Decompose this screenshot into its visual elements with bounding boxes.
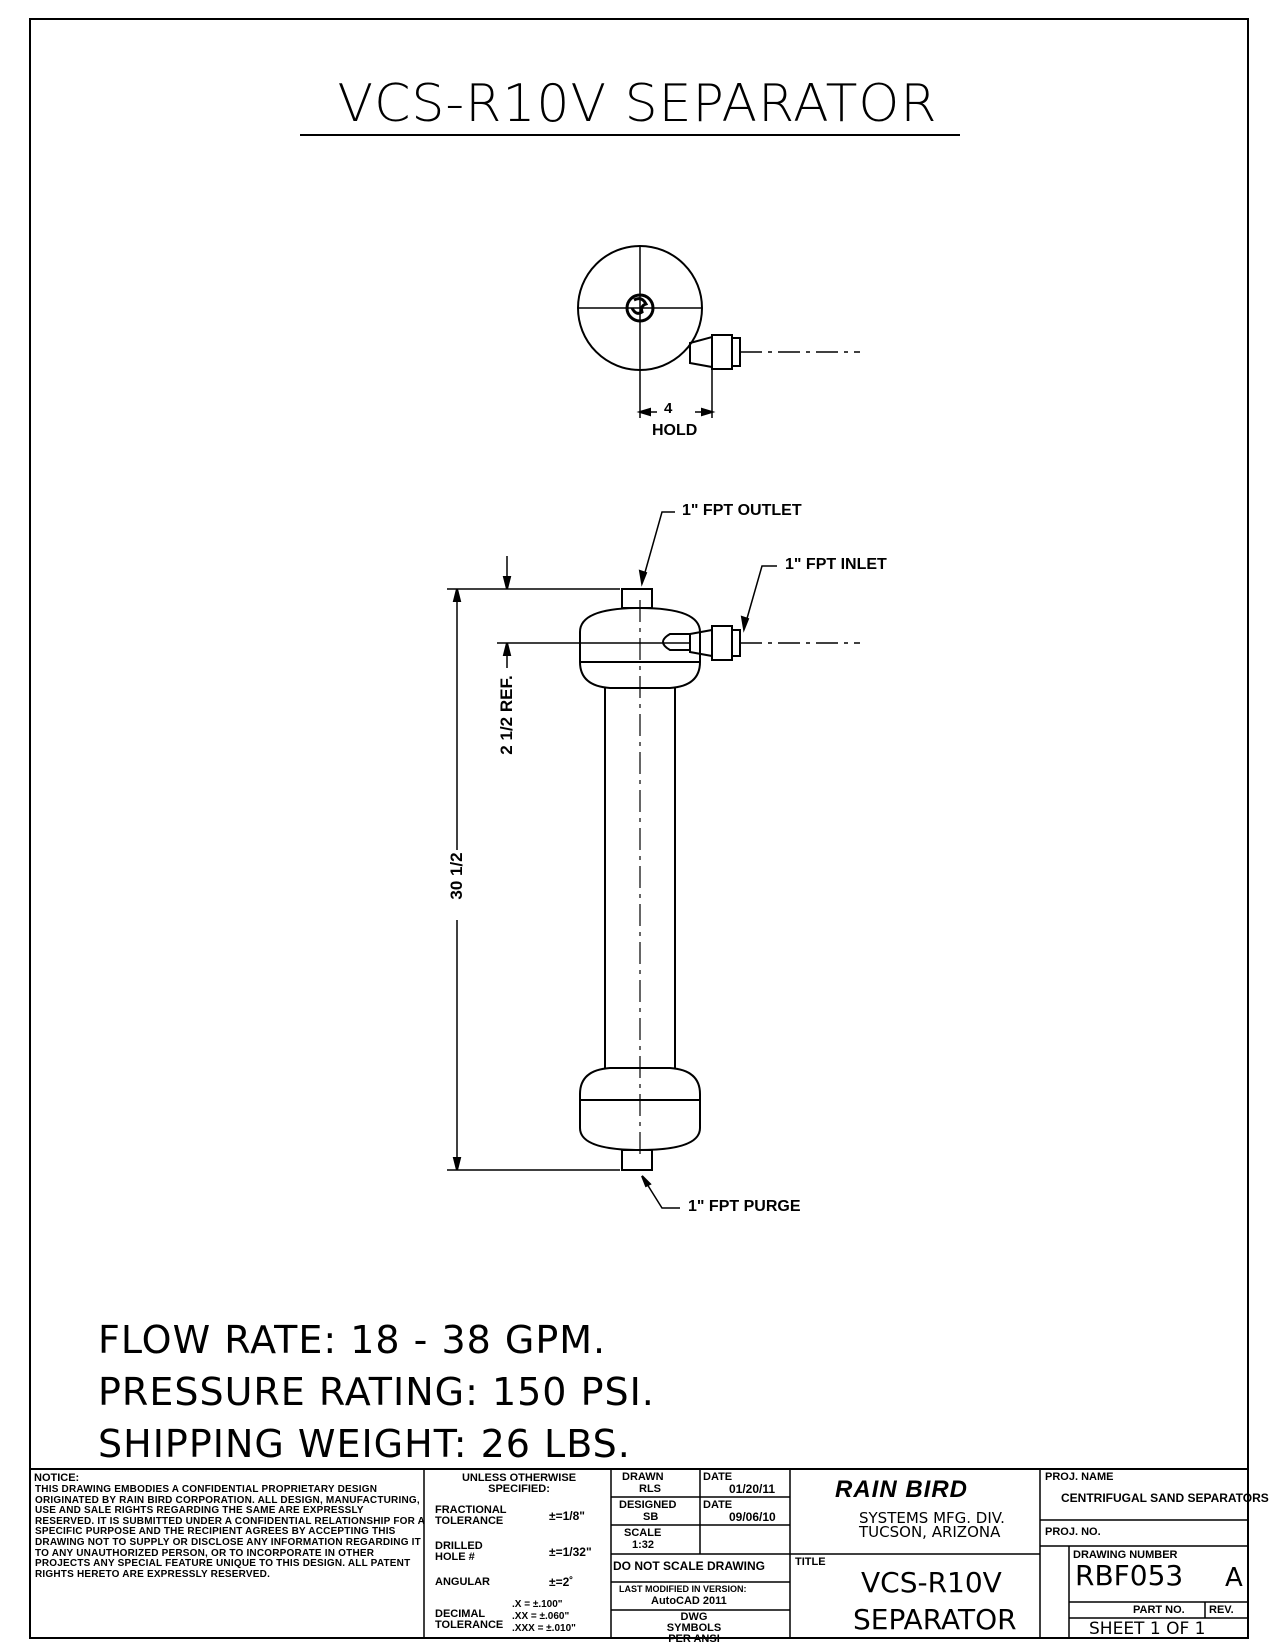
dwg-symbols: DWG SYMBOLS PER ANSI [666,1611,722,1645]
drawn-date: 01/20/11 [729,1482,776,1496]
rain-bird-logo: RAIN BIRD [835,1476,968,1503]
outlet-callout: 1" FPT OUTLET [682,502,802,519]
unless-specified: UNLESS OTHERWISE SPECIFIED: [461,1472,577,1495]
title-block: NOTICE: THIS DRAWING EMBODIES A CONFIDEN… [29,1469,1269,1645]
revision: A [1225,1563,1243,1593]
angular-label: ANGULAR [435,1576,490,1588]
drawn-date-label: DATE [703,1471,733,1483]
rev-label: REV. [1209,1604,1234,1616]
designed-label: DESIGNED [619,1499,677,1511]
drilled-label: DRILLED HOLE # [435,1540,483,1563]
sheet-number: SHEET 1 OF 1 [1089,1619,1206,1639]
part-no-label: PART NO. [1133,1604,1185,1616]
drawing-title: VCS-R10V SEPARATOR [337,74,938,134]
fractional-value: ±=1/8" [549,1509,585,1523]
purge-callout: 1" FPT PURGE [688,1198,801,1215]
company-division: SYSTEMS MFG. DIV. [859,1509,1005,1527]
title-line2: SEPARATOR [853,1603,1017,1636]
drawing-number: RBF053 [1075,1559,1184,1592]
title-underline [300,134,960,136]
decimal-xxx: .XXX = ±.010" [512,1623,576,1634]
drawing-border [29,18,1249,1639]
designed-value: SB [643,1511,659,1523]
proj-name-label: PROJ. NAME [1045,1471,1114,1483]
decimal-label: DECIMAL TOLERANCE [435,1608,504,1631]
last-modified-label: LAST MODIFIED IN VERSION: [619,1584,747,1594]
proj-name-value: CENTRIFUGAL SAND SEPARATORS [1061,1491,1269,1505]
drawing-number-label: DRAWING NUMBER [1073,1549,1178,1561]
designed-date: 09/06/10 [729,1510,776,1524]
shipping-weight-spec: SHIPPING WEIGHT: 26 LBS. [98,1422,631,1466]
hold-dim-value: 4 [664,400,673,417]
notice-text: THIS DRAWING EMBODIES A CONFIDENTIAL PRO… [35,1484,425,1580]
hold-dim-label: HOLD [652,422,698,439]
overall-height-dim: 30 1/2 [447,852,466,900]
fractional-label: FRACTIONAL TOLERANCE [435,1504,507,1527]
decimal-xx: .XX = ±.060" [512,1611,570,1622]
angular-value: ±=2˚ [549,1575,574,1589]
ref-dim: 2 1/2 REF. [497,675,516,755]
title-label: TITLE [795,1556,826,1568]
proj-no-label: PROJ. NO. [1045,1526,1101,1538]
drawn-value: RLS [639,1483,661,1495]
notice-heading: NOTICE: [34,1472,80,1484]
scale-value: 1:32 [632,1539,655,1551]
decimal-x: .X = ±.100" [512,1599,563,1610]
scale-label: SCALE [624,1527,662,1539]
title-line1: VCS-R10V [861,1566,1002,1599]
flow-rate-spec: FLOW RATE: 18 - 38 GPM. [98,1318,607,1362]
inlet-callout: 1" FPT INLET [785,556,887,573]
side-view [447,511,860,1209]
title-block-grid [29,1468,1249,1639]
drilled-value: ±=1/32" [549,1545,592,1559]
do-not-scale: DO NOT SCALE DRAWING [613,1559,765,1573]
last-modified-value: AutoCAD 2011 [651,1595,727,1607]
drawn-label: DRAWN [622,1471,664,1483]
company-location: TUCSON, ARIZONA [859,1523,1001,1541]
designed-date-label: DATE [703,1499,733,1511]
top-view [577,245,860,418]
pressure-rating-spec: PRESSURE RATING: 150 PSI. [98,1370,655,1414]
